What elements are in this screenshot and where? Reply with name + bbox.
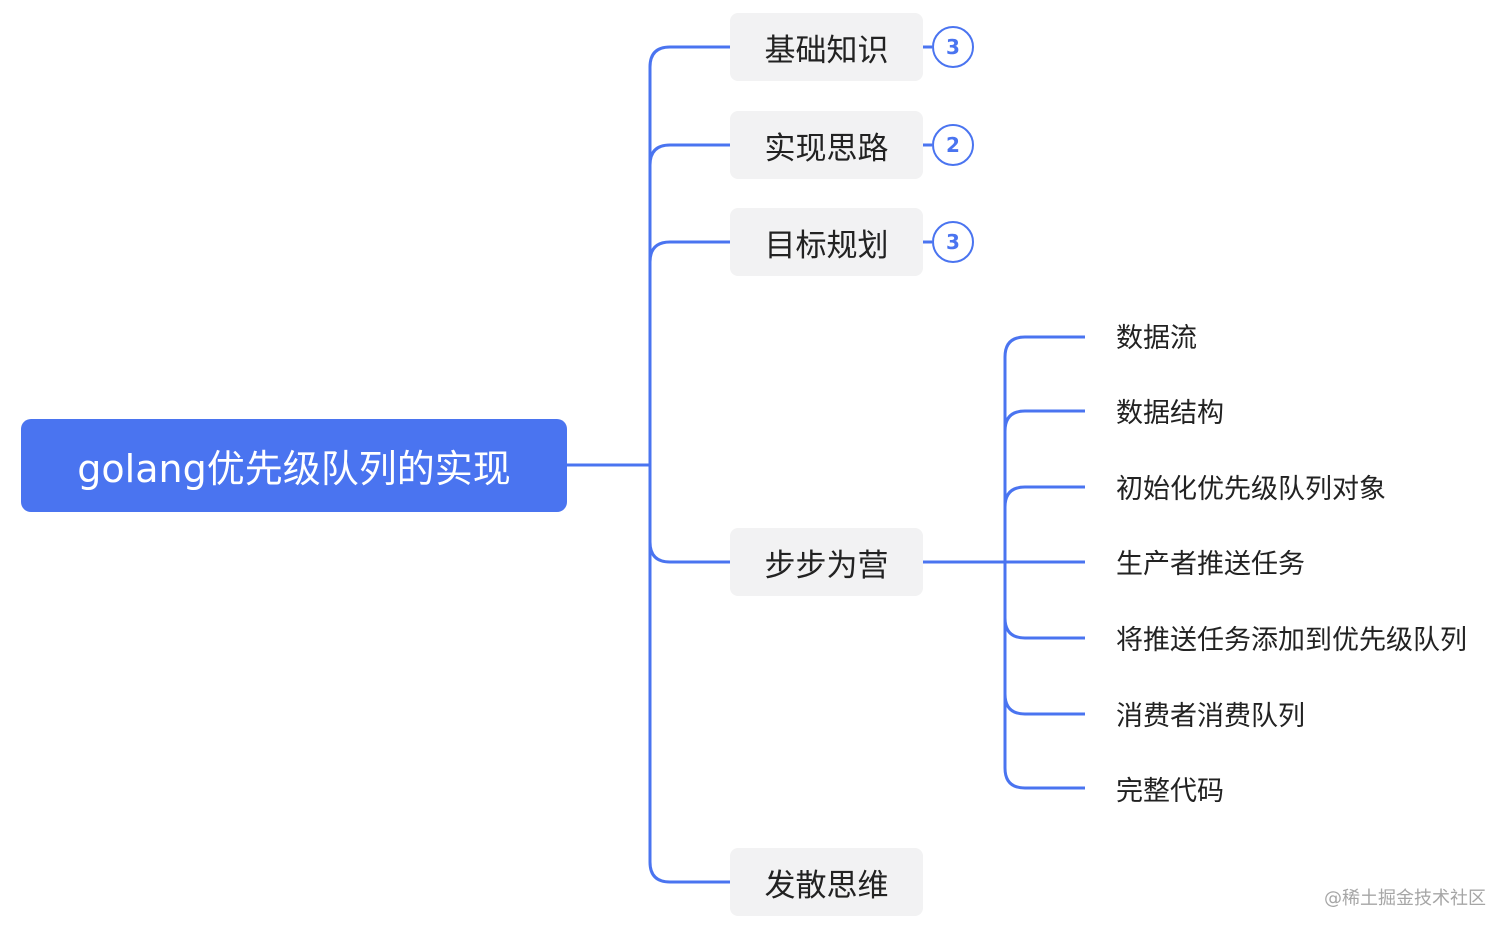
leaf-node[interactable]: 完整代码 [1116,775,1224,807]
connector-branch-0 [648,45,730,884]
leaf-node[interactable]: 数据流 [1116,322,1197,354]
branch-node-goals[interactable]: 目标规划 [730,208,923,276]
branch-node-label: 目标规划 [764,227,889,264]
leaf-node[interactable]: 消费者消费队列 [1116,700,1305,732]
branch-node-label: 基础知识 [764,32,889,69]
connector-leaf-5 [1003,693,1085,716]
connector-leaf-2 [1003,485,1085,508]
connector-leaf-4 [1003,617,1085,640]
branch-node-approach[interactable]: 实现思路 [730,111,923,179]
root-node[interactable]: golang优先级队列的实现 [21,419,567,512]
root-node-label: golang优先级队列的实现 [77,447,511,491]
connector-branch-2 [648,240,730,263]
collapsed-count-badge[interactable]: 3 [932,26,974,68]
collapsed-count-badge[interactable]: 2 [932,124,974,166]
branch-node-steps[interactable]: 步步为营 [730,528,923,596]
connector-leaf-0 [1003,335,1085,790]
connector-leaf-1 [1003,409,1085,432]
branch-node-label: 发散思维 [764,867,889,904]
leaf-node[interactable]: 生产者推送任务 [1116,548,1305,580]
collapsed-count-badge[interactable]: 3 [932,221,974,263]
connector-branch-1 [648,143,730,166]
watermark: @稀土掘金技术社区 [1324,888,1486,909]
leaf-node[interactable]: 将推送任务添加到优先级队列 [1116,624,1467,656]
branch-node-label: 步步为营 [764,547,889,584]
leaf-node[interactable]: 数据结构 [1116,397,1224,429]
branch-node-divergent-thinking[interactable]: 发散思维 [730,848,923,916]
branch-node-basics[interactable]: 基础知识 [730,13,923,81]
connector-branch-3 [648,541,730,564]
branch-node-label: 实现思路 [764,130,889,167]
leaf-node[interactable]: 初始化优先级队列对象 [1116,473,1386,505]
